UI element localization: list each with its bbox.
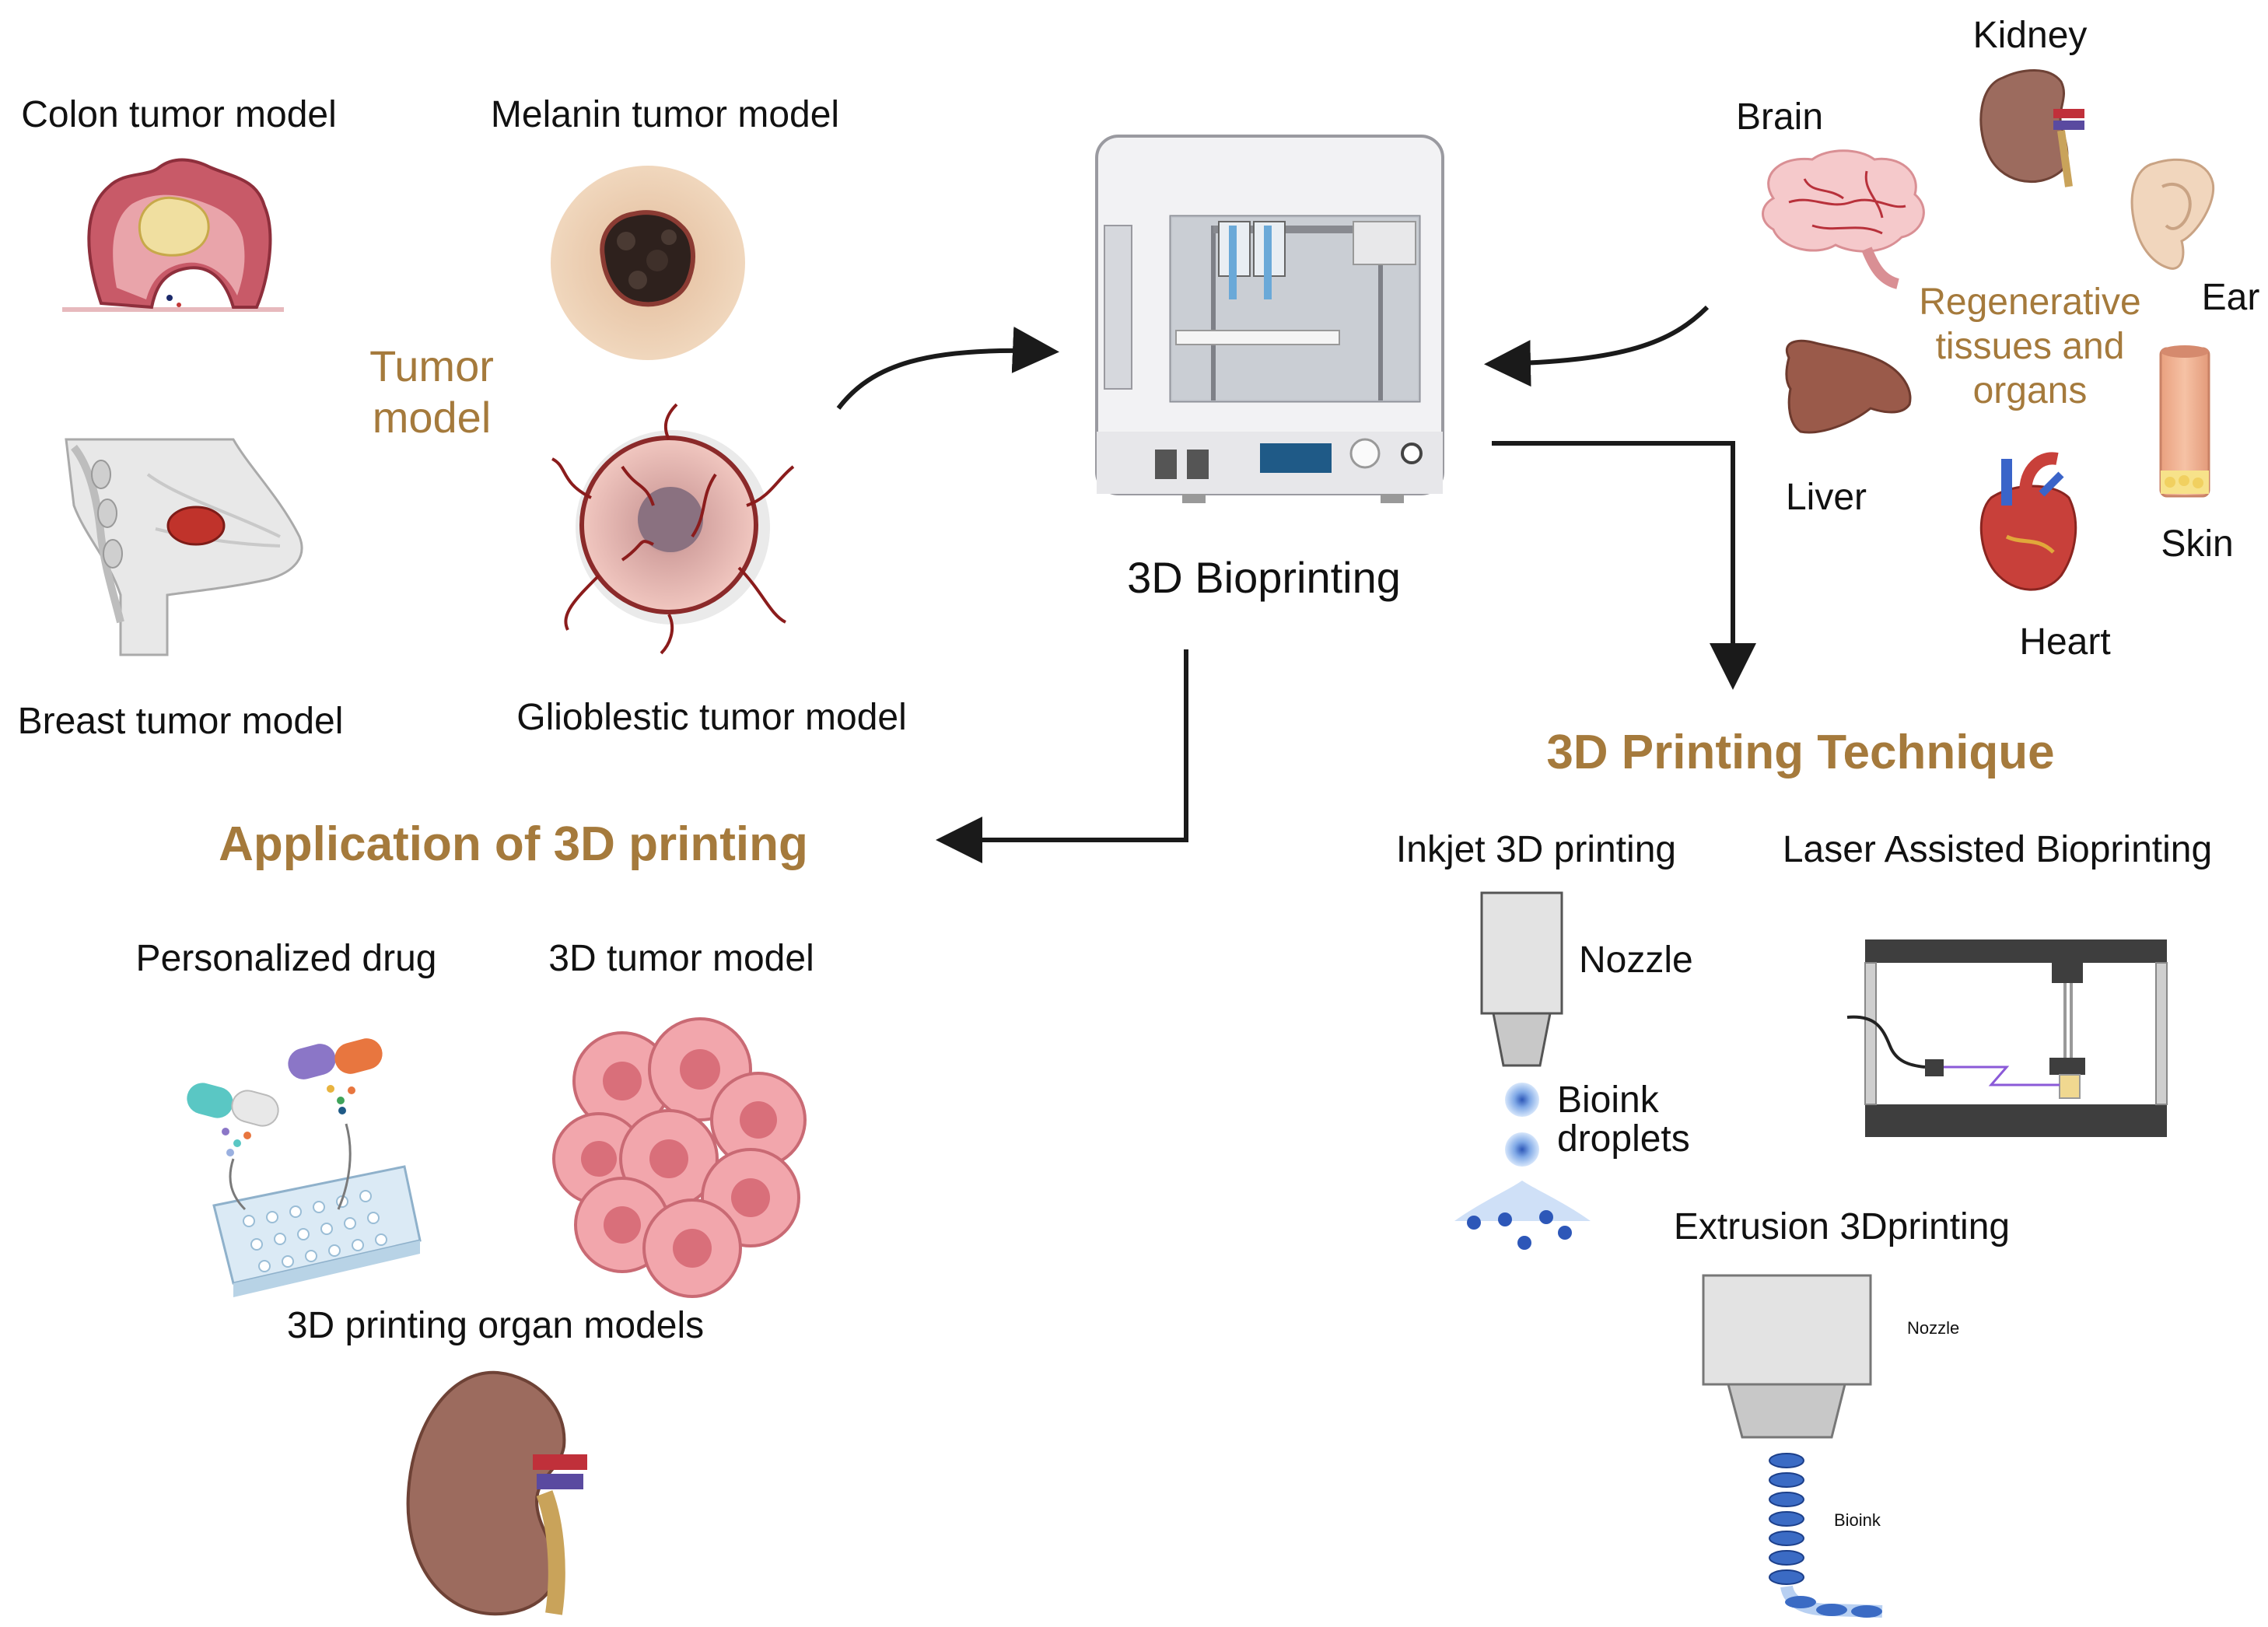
arrow-organs-to-printer	[1484, 305, 1710, 387]
personalized-drug-illustration	[187, 1038, 422, 1297]
bioprinter-illustration	[1095, 135, 1444, 503]
kidney-top-illustration	[1979, 69, 2084, 187]
technique-heading: 3D Printing Technique	[1546, 726, 2055, 779]
breast-tumor-label: Breast tumor model	[17, 701, 344, 742]
liver-illustration	[1785, 339, 1912, 434]
heart-label: Heart	[2019, 621, 2111, 663]
glioblastic-tumor-label: Glioblestic tumor model	[516, 697, 907, 738]
brain-label: Brain	[1735, 96, 1824, 138]
laser-label: Laser Assisted Bioprinting	[1782, 829, 2213, 870]
colon-tumor-label: Colon tumor model	[21, 94, 337, 135]
inkjet-nozzle-illustration	[1454, 891, 1591, 1250]
extrusion-label: Extrusion 3Dprinting	[1673, 1206, 2011, 1247]
ear-label: Ear	[2201, 277, 2260, 318]
laser-bioprinting-illustration	[1846, 939, 2168, 1137]
ear-illustration	[2130, 158, 2215, 270]
skin-illustration	[2159, 345, 2210, 498]
regenerative-heading: Regenerative tissues and organs	[1919, 282, 2141, 411]
arrow-printer-to-application	[936, 649, 1188, 863]
melanin-tumor-illustration	[551, 166, 745, 360]
organ-model-kidney-illustration	[406, 1370, 587, 1616]
colon-tumor-illustration	[62, 158, 284, 312]
liver-label: Liver	[1785, 477, 1867, 518]
heart-illustration	[1979, 452, 2077, 591]
personalized-drug-label: Personalized drug	[135, 938, 437, 979]
extrusion-nozzle-illustration	[1702, 1274, 1883, 1618]
extrusion-nozzle-label: Nozzle	[1907, 1318, 1960, 1338]
inkjet-label: Inkjet 3D printing	[1395, 829, 1677, 870]
arrow-printer-to-technique	[1492, 441, 1756, 690]
skin-label: Skin	[2161, 523, 2234, 565]
tumor-3d-model-label: 3D tumor model	[548, 938, 814, 979]
arrow-tumor-to-printer	[836, 326, 1059, 410]
kidney-label: Kidney	[1972, 15, 2088, 56]
melanin-tumor-label: Melanin tumor model	[490, 94, 840, 135]
tumor-model-heading: Tumor model	[369, 341, 494, 442]
tumor-3d-model-illustration	[552, 1017, 807, 1298]
nozzle-label: Nozzle	[1579, 939, 1693, 981]
extrusion-bioink-label: Bioink	[1834, 1510, 1881, 1530]
bioink-droplets-label: Bioink droplets	[1557, 1079, 1690, 1160]
breast-tumor-illustration	[65, 438, 303, 656]
glioblastic-tumor-illustration	[551, 403, 795, 655]
application-heading: Application of 3D printing	[219, 817, 808, 871]
organ-models-label: 3D printing organ models	[286, 1305, 705, 1346]
bioprinting-label: 3D Bioprinting	[1127, 553, 1401, 602]
brain-illustration	[1762, 149, 1925, 289]
